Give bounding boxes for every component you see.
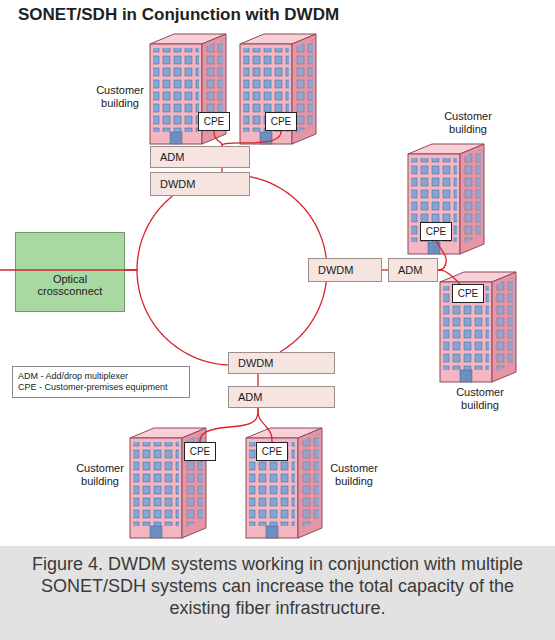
equipment-box: CPE	[184, 442, 216, 461]
fiber-link	[250, 177, 326, 258]
equipment-box: CPE	[420, 222, 452, 241]
node-text: CPE	[262, 446, 283, 457]
node-text: CPE	[458, 288, 479, 299]
multiplexer-box: ADM	[228, 386, 335, 408]
building-label: Customer building	[92, 84, 148, 110]
equipment-box: CPE	[452, 284, 484, 303]
multiplexer-box: DWDM	[308, 258, 382, 282]
node-text: CPE	[426, 226, 447, 237]
multiplexer-box: DWDM	[228, 352, 335, 374]
building-label: Customer building	[452, 386, 508, 412]
abbreviation-key: ADM - Add/drop multiplexerCPE - Customer…	[12, 366, 190, 398]
node-text: DWDM	[160, 178, 195, 190]
crossconnect-box: Optical crossconnect	[15, 232, 125, 312]
fiber-link	[200, 408, 258, 442]
multiplexer-box: DWDM	[150, 172, 250, 196]
node-text: CPE	[190, 446, 211, 457]
equipment-box: CPE	[198, 112, 230, 131]
node-text: Optical crossconnect	[33, 273, 107, 297]
node-text: DWDM	[318, 264, 353, 276]
building-illustration	[408, 144, 484, 254]
fiber-link	[258, 408, 272, 442]
node-text: CPE	[204, 116, 225, 127]
building-label: Customer building	[72, 462, 128, 488]
building-label: Customer building	[440, 110, 496, 136]
node-text: ADM	[238, 391, 262, 403]
building-label: Customer building	[326, 462, 382, 488]
equipment-box: CPE	[265, 112, 297, 131]
building-illustration	[246, 428, 322, 538]
fiber-link	[280, 282, 326, 352]
node-text: ADM	[398, 264, 422, 276]
multiplexer-box: ADM	[388, 258, 438, 282]
fiber-link	[438, 270, 460, 284]
node-text: DWDM	[238, 357, 273, 369]
fiber-link	[214, 131, 222, 146]
building-illustration	[240, 34, 316, 144]
building-illustration	[440, 272, 516, 382]
fiber-link	[125, 270, 228, 365]
node-text: CPE	[271, 116, 292, 127]
multiplexer-box: ADM	[150, 146, 250, 168]
fiber-line	[0, 269, 125, 270]
node-text: ADM - Add/drop multiplexer	[18, 371, 128, 382]
equipment-box: CPE	[256, 442, 288, 461]
node-text: CPE - Customer-premises equipment	[18, 382, 168, 393]
node-text: ADM	[160, 151, 184, 163]
fiber-link	[257, 374, 258, 386]
diagram-title: SONET/SDH in Conjunction with DWDM	[18, 5, 339, 25]
fiber-link	[125, 196, 172, 270]
fiber-link	[222, 131, 281, 146]
figure-caption: Figure 4. DWDM systems working in conjun…	[0, 546, 555, 640]
